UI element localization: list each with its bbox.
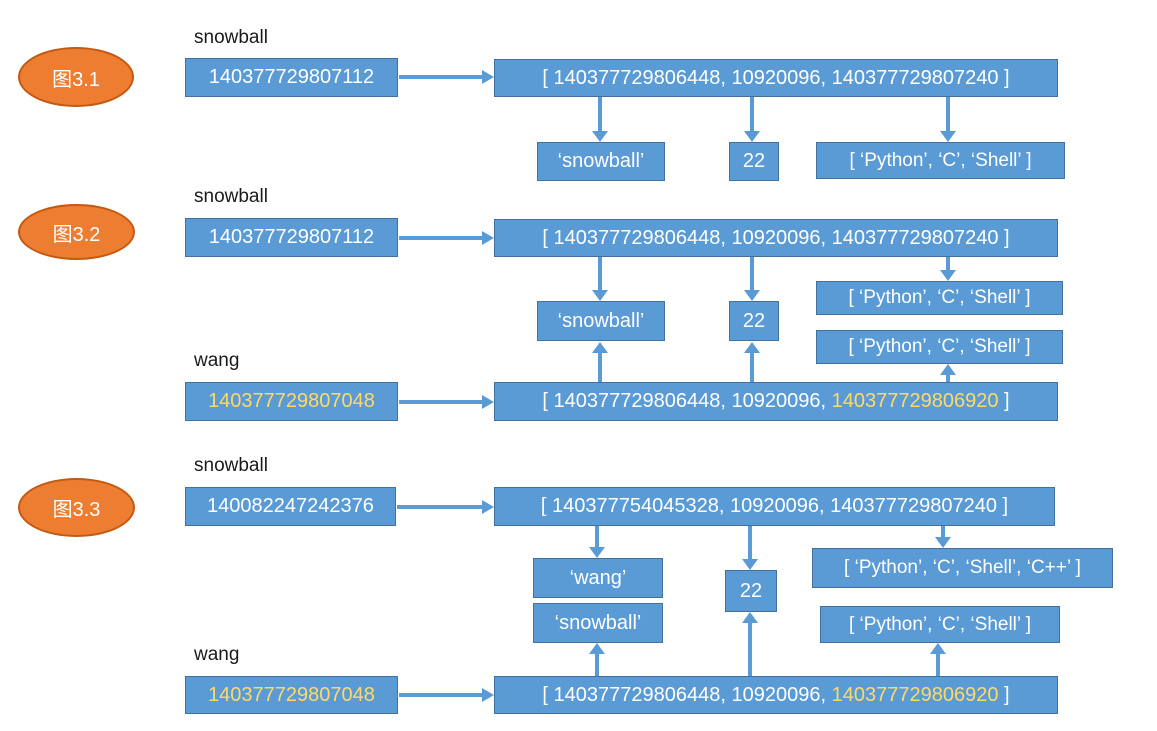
string-object-box: ‘wang’ xyxy=(533,558,663,598)
int-object-box: 22 xyxy=(725,570,777,612)
arrow-right xyxy=(399,75,482,79)
highlighted-address: 140377729807048 xyxy=(208,390,375,412)
int-object-box: 22 xyxy=(729,142,779,181)
arrow-right xyxy=(399,400,482,404)
arrow-down xyxy=(748,526,752,559)
figure-badge-3-2: 图3.2 xyxy=(18,204,135,260)
variable-name-label: wang xyxy=(194,644,240,665)
string-object-box: ‘snowball’ xyxy=(537,142,665,181)
variable-address-box: 140082247242376 xyxy=(185,487,396,526)
string-object-box: ‘snowball’ xyxy=(533,603,663,643)
list-object-box: [ 140377729806448, 10920096, 14037772980… xyxy=(494,219,1058,257)
figure-badge-3-3: 图3.3 xyxy=(18,478,135,537)
list-text: [ 140377729806448, 10920096, xyxy=(542,683,832,706)
list-object-box: [ 140377729806448, 10920096, 14037772980… xyxy=(494,676,1058,714)
variable-name-label: wang xyxy=(194,350,240,371)
arrow-down xyxy=(598,97,602,131)
arrow-down xyxy=(946,97,950,131)
list-literal-box: [ ‘Python’, ‘C’, ‘Shell’ ] xyxy=(816,281,1063,315)
variable-address-box: 140377729807112 xyxy=(185,218,398,257)
list-literal-box: [ ‘Python’, ‘C’, ‘Shell’ ] xyxy=(816,142,1065,179)
list-object-box: [ 140377729806448, 10920096, 14037772980… xyxy=(494,59,1058,97)
list-text: ] xyxy=(998,683,1010,706)
int-object-box: 22 xyxy=(729,301,779,341)
arrow-right xyxy=(399,236,482,240)
arrow-up xyxy=(595,654,599,676)
arrow-up xyxy=(750,353,754,382)
arrow-right xyxy=(399,693,482,697)
arrow-up xyxy=(946,375,950,382)
arrow-down xyxy=(595,526,599,547)
variable-name-label: snowball xyxy=(194,455,268,476)
highlighted-address: 140377729807048 xyxy=(208,683,375,706)
figure-badge-3-1: 图3.1 xyxy=(18,47,134,107)
variable-address-box: 140377729807112 xyxy=(185,58,398,97)
list-literal-box: [ ‘Python’, ‘C’, ‘Shell’, ‘C++’ ] xyxy=(812,548,1113,588)
arrow-right xyxy=(397,505,482,509)
arrow-up xyxy=(936,654,940,676)
arrow-down xyxy=(598,257,602,290)
list-literal-box: [ ‘Python’, ‘C’, ‘Shell’ ] xyxy=(816,330,1063,364)
arrow-up xyxy=(598,353,602,382)
variable-address-box: 140377729807048 xyxy=(185,382,398,421)
list-object-box: [ 140377729806448, 10920096, 14037772980… xyxy=(494,382,1058,421)
list-text: ] xyxy=(998,390,1010,412)
variable-address-box: 140377729807048 xyxy=(185,676,398,714)
highlighted-address: 140377729806920 xyxy=(831,390,999,412)
highlighted-address: 140377729806920 xyxy=(831,683,999,706)
string-object-box: ‘snowball’ xyxy=(537,301,665,341)
arrow-down xyxy=(946,257,950,270)
list-text: [ 140377729806448, 10920096, xyxy=(542,390,832,412)
variable-name-label: snowball xyxy=(194,186,268,207)
variable-name-label: snowball xyxy=(194,27,268,48)
arrow-down xyxy=(750,257,754,290)
list-literal-box: [ ‘Python’, ‘C’, ‘Shell’ ] xyxy=(820,606,1060,643)
arrow-up xyxy=(748,623,752,676)
arrow-down xyxy=(750,97,754,131)
arrow-down xyxy=(941,526,945,537)
list-object-box: [ 140377754045328, 10920096, 14037772980… xyxy=(494,487,1055,526)
